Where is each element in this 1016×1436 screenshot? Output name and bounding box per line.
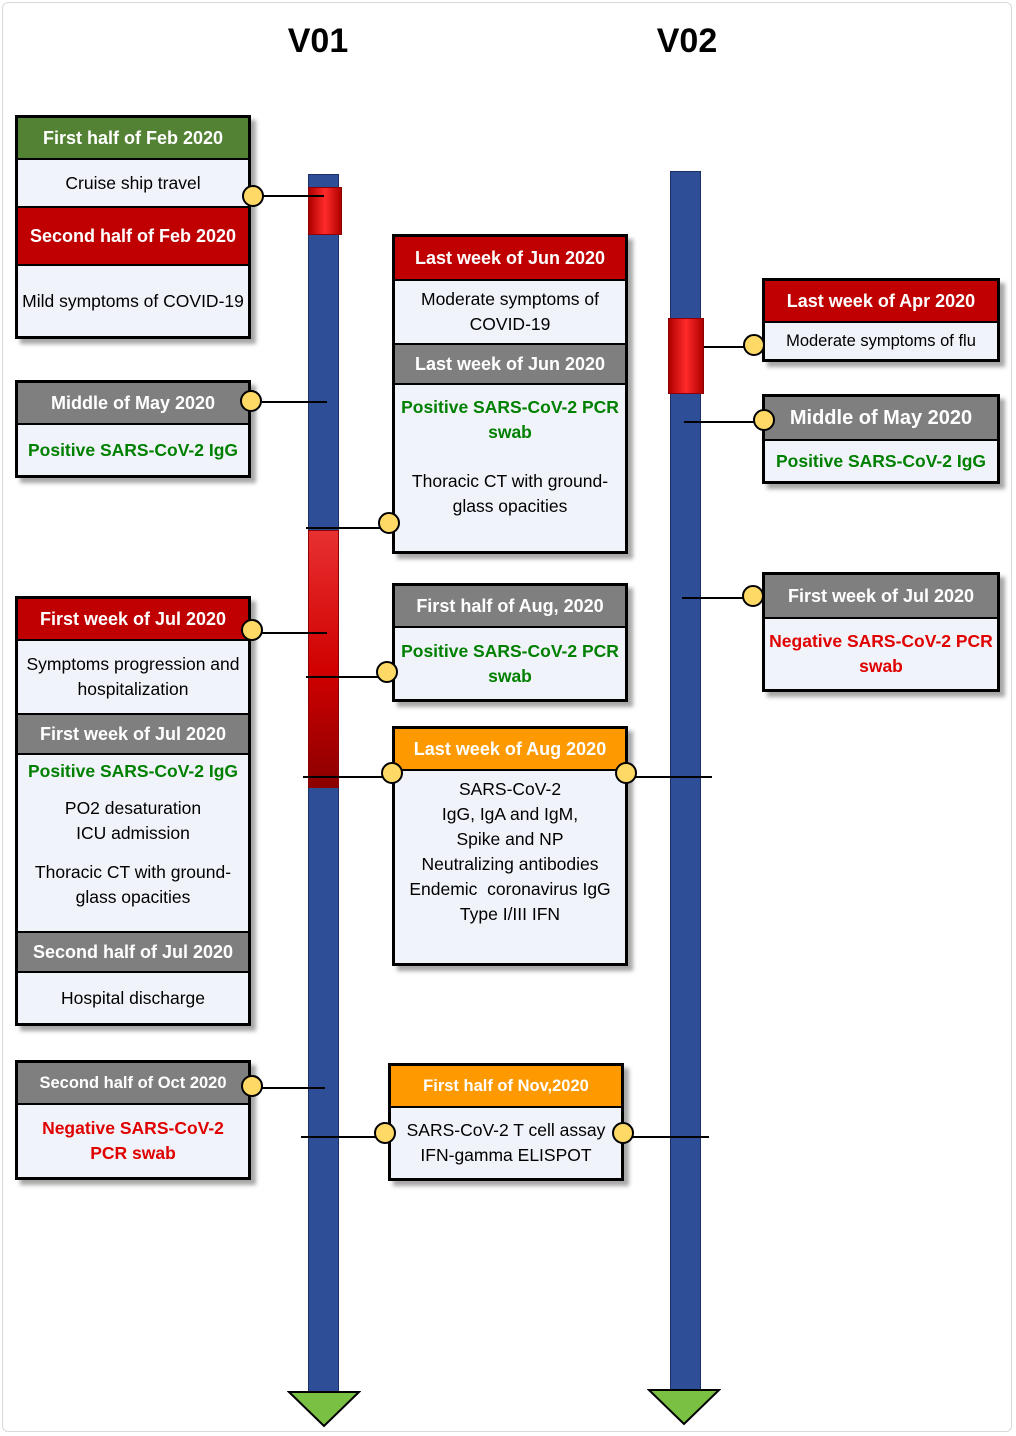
- event-description: Hospital discharge: [61, 987, 205, 1008]
- event-date-header: Second half of Feb 2020: [18, 208, 248, 266]
- event-description: Endemic coronavirus IgG: [409, 879, 611, 899]
- event-date-header: First week of Jul 2020: [18, 599, 248, 641]
- connector-line: [262, 1087, 325, 1089]
- middle-event-box-aug-last: Last week of Aug 2020 SARS-CoV-2 IgG, Ig…: [392, 726, 628, 966]
- event-result-positive: Positive SARS-CoV-2 IgG: [775, 450, 987, 471]
- timeline-marker: [241, 1075, 263, 1097]
- event-date-header: Middle of May 2020: [18, 383, 248, 425]
- v01-event-box-oct: Second half of Oct 2020 Negative SARS-Co…: [15, 1060, 251, 1180]
- timeline-marker: [743, 334, 765, 356]
- v01-event-box-may: Middle of May 2020 Positive SARS-CoV-2 I…: [15, 380, 251, 478]
- event-description: Neutralizing antibodies: [421, 854, 599, 874]
- connector-line: [262, 401, 327, 403]
- event-description: PO2 desaturation: [64, 798, 202, 818]
- event-date-header: Last week of Jun 2020: [395, 345, 625, 385]
- event-result-negative: Negative SARS-CoV-2 PCR swab: [42, 1118, 224, 1163]
- event-description-group: Positive SARS-CoV-2 IgG PO2 desaturation…: [18, 755, 248, 933]
- v01-period-jun-aug: [308, 530, 339, 788]
- timeline-marker: [376, 661, 398, 683]
- timeline-marker: [374, 1122, 396, 1144]
- v01-event-box-jul: First week of Jul 2020 Symptoms progress…: [15, 596, 251, 1026]
- event-description: Symptoms progression and hospitalization: [18, 641, 248, 715]
- event-description: IgG, IgA and IgM,: [441, 804, 579, 824]
- event-result-positive: Positive SARS-CoV-2 PCR swab: [401, 397, 619, 442]
- event-description-group: Positive SARS-CoV-2 PCR swab Thoracic CT…: [395, 385, 625, 551]
- middle-event-box-jun: Last week of Jun 2020 Moderate symptoms …: [392, 234, 628, 554]
- v02-event-box-jul: First week of Jul 2020 Negative SARS-CoV…: [762, 572, 1000, 692]
- timeline-marker: [742, 585, 764, 607]
- event-description-group: SARS-CoV-2 IgG, IgA and IgM, Spike and N…: [395, 771, 625, 963]
- event-description: Type I/III IFN: [459, 904, 561, 924]
- connector-line: [684, 421, 754, 423]
- event-description: Moderate symptoms of flu: [786, 331, 976, 350]
- v01-arrowhead: [287, 1391, 361, 1428]
- event-result-positive: Positive SARS-CoV-2 IgG: [27, 761, 239, 781]
- event-description: Spike and NP: [456, 829, 564, 849]
- timeline-marker: [615, 762, 637, 784]
- event-description: Mild symptoms of COVID-19: [22, 290, 244, 311]
- connector-line: [306, 676, 384, 678]
- event-description: Cruise ship travel: [18, 160, 248, 208]
- connector-line: [306, 527, 384, 529]
- event-result-positive: Positive SARS-CoV-2 PCR swab: [401, 640, 619, 686]
- timeline-marker: [612, 1122, 634, 1144]
- event-date-header: First half of Aug, 2020: [395, 586, 625, 628]
- event-date-header: Last week of Jun 2020: [395, 237, 625, 281]
- event-date-header: Second half of Oct 2020: [18, 1063, 248, 1105]
- event-description-group: SARS-CoV-2 T cell assay IFN-gamma ELISPO…: [391, 1108, 621, 1178]
- event-description: ICU admission: [76, 823, 190, 843]
- column-title-v02: V02: [656, 22, 718, 60]
- v02-event-box-may: Middle of May 2020 Positive SARS-CoV-2 I…: [762, 394, 1000, 484]
- v02-event-box-apr: Last week of Apr 2020 Moderate symptoms …: [762, 278, 1000, 362]
- event-date-header: First half of Feb 2020: [18, 118, 248, 160]
- event-date-header: Second half of Jul 2020: [18, 933, 248, 973]
- event-description: SARS-CoV-2 T cell assay: [406, 1120, 606, 1140]
- event-date-header: Middle of May 2020: [765, 397, 997, 441]
- v02-arrowhead: [647, 1389, 721, 1426]
- event-description: SARS-CoV-2: [458, 779, 562, 799]
- connector-line: [262, 195, 324, 197]
- event-date-header: First week of Jul 2020: [765, 575, 997, 619]
- connector-line: [682, 597, 754, 599]
- timeline-marker: [753, 409, 775, 431]
- event-description: Thoracic CT with ground-glass opacities: [411, 471, 609, 516]
- v02-period-apr: [668, 318, 704, 394]
- timeline-marker: [240, 390, 262, 412]
- event-date-header: Last week of Aug 2020: [395, 729, 625, 771]
- event-date-header: First half of Nov,2020: [391, 1066, 621, 1108]
- event-result-positive: Positive SARS-CoV-2 IgG: [27, 439, 239, 460]
- v01-event-box-feb: First half of Feb 2020 Cruise ship trave…: [15, 115, 251, 339]
- event-date-header: First week of Jul 2020: [18, 715, 248, 755]
- timeline-marker: [242, 185, 264, 207]
- event-result-negative: Negative SARS-CoV-2 PCR swab: [769, 631, 993, 676]
- middle-event-box-nov: First half of Nov,2020 SARS-CoV-2 T cell…: [388, 1063, 624, 1181]
- connector-line: [262, 632, 327, 634]
- middle-event-box-aug-first: First half of Aug, 2020 Positive SARS-Co…: [392, 583, 628, 702]
- event-description: Moderate symptoms of COVID-19: [395, 281, 625, 345]
- timeline-marker: [381, 762, 403, 784]
- event-description: Thoracic CT with ground-glass opacities: [34, 862, 232, 907]
- event-date-header: Last week of Apr 2020: [765, 281, 997, 323]
- timeline-marker: [378, 512, 400, 534]
- connector-line: [704, 346, 754, 348]
- column-title-v01: V01: [287, 22, 349, 60]
- timeline-marker: [241, 619, 263, 641]
- event-description: IFN-gamma ELISPOT: [420, 1145, 592, 1165]
